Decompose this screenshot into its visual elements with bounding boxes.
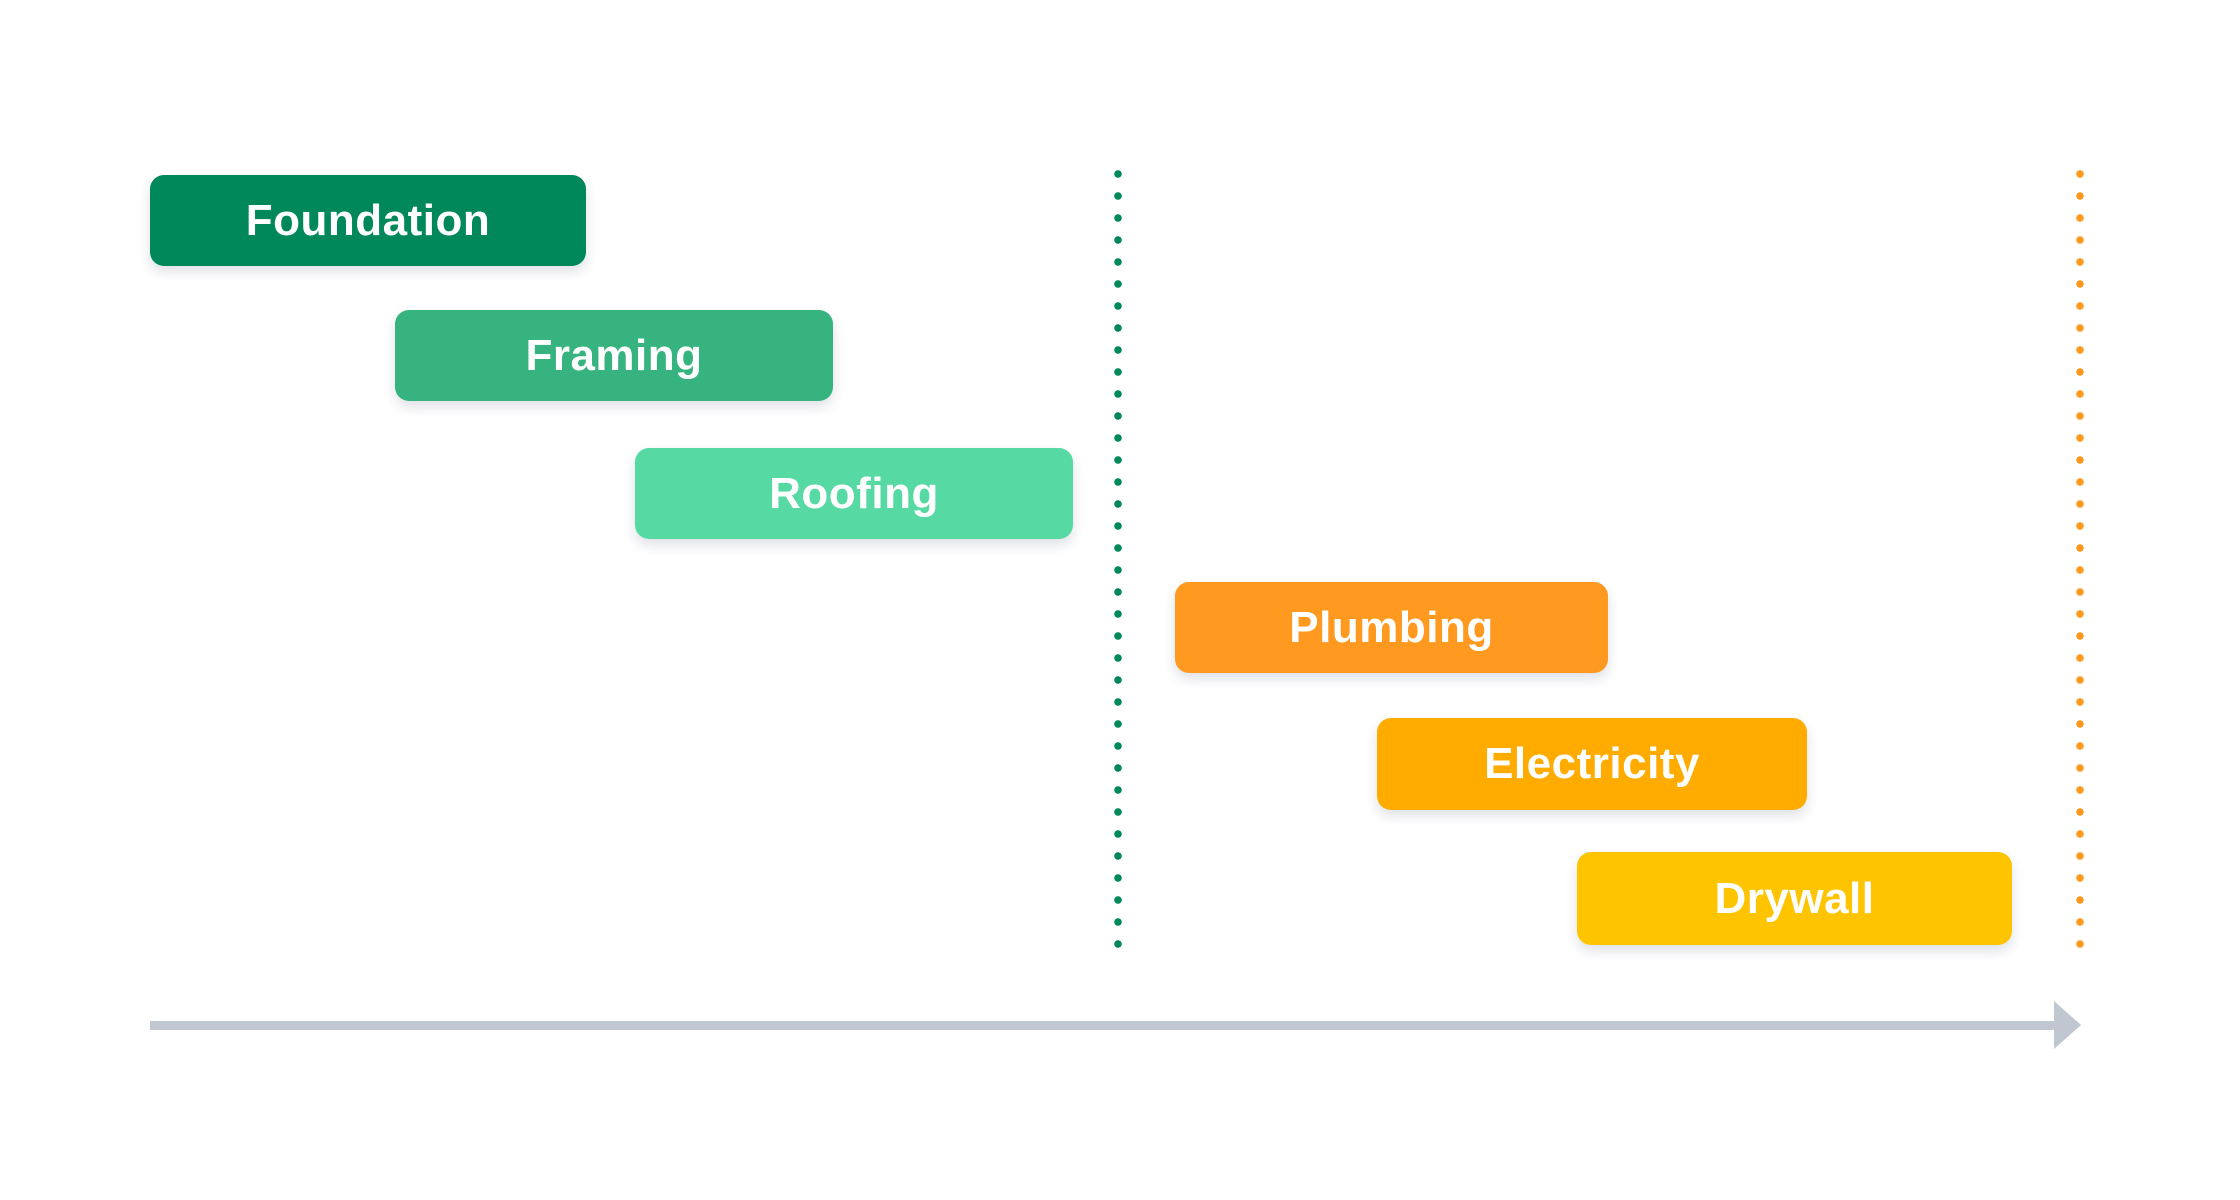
task-bar-foundation: Foundation [150,175,586,266]
task-bar-drywall: Drywall [1577,852,2012,945]
task-label: Plumbing [1289,602,1494,652]
task-label: Framing [525,330,703,380]
phase-divider-green [1114,163,1122,955]
task-bar-roofing: Roofing [635,448,1073,539]
timeline-axis-shaft [150,1020,2056,1030]
task-bar-plumbing: Plumbing [1175,582,1608,673]
timeline-axis-arrowhead-icon [2054,1001,2081,1049]
task-label: Drywall [1714,873,1875,923]
task-bar-electricity: Electricity [1377,718,1807,810]
phase-divider-orange [2076,163,2084,955]
task-label: Roofing [769,468,939,518]
task-label: Foundation [245,195,491,245]
task-bar-framing: Framing [395,310,833,401]
task-label: Electricity [1484,739,1700,788]
